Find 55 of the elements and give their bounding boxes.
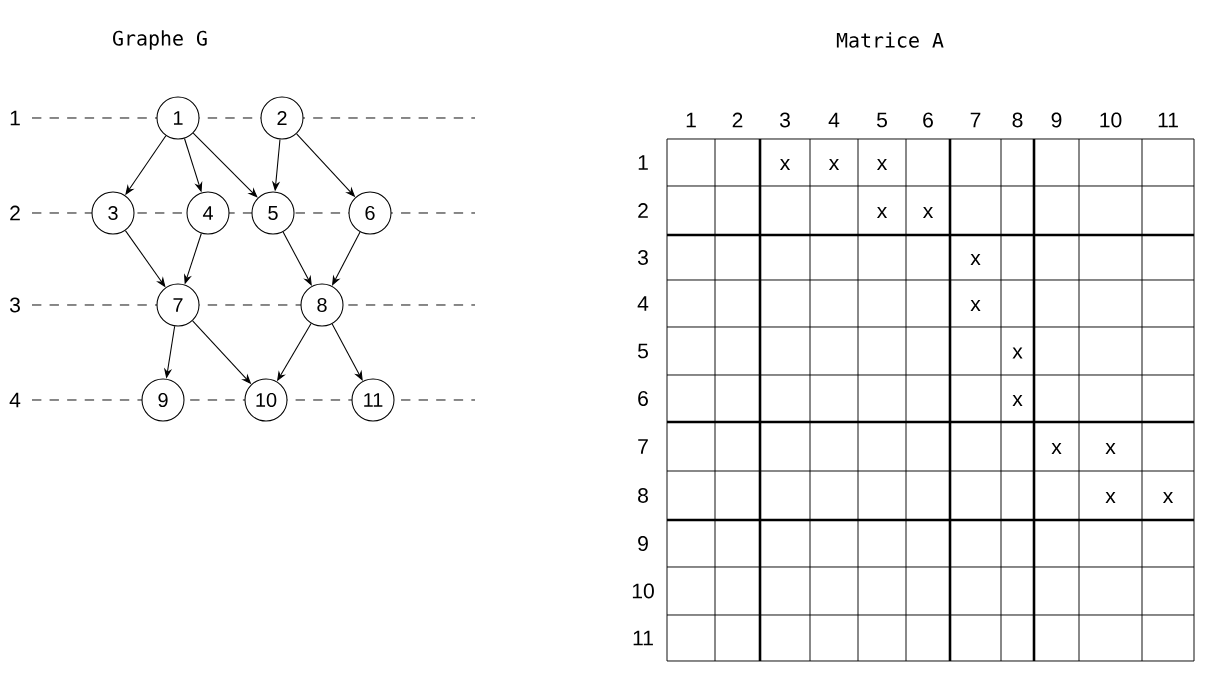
column-number: 1 <box>686 112 696 128</box>
cell-mark: x <box>828 158 840 171</box>
level-number: 1 <box>10 110 20 126</box>
circle-node: 10 <box>244 378 288 422</box>
row-number: 6 <box>638 391 648 406</box>
circle-node: 1 <box>156 96 200 140</box>
column-number: 5 <box>877 112 887 128</box>
cell-mark: x <box>923 206 934 219</box>
column-number: 7 <box>970 112 981 128</box>
row-number: 7 <box>638 439 648 454</box>
cell-mark: x <box>1105 491 1116 504</box>
row-number: 3 <box>637 250 648 265</box>
row-number: 10 <box>632 583 654 599</box>
arrow <box>192 132 258 198</box>
circle-node: 11 <box>351 378 395 422</box>
column-number: 9 <box>1051 112 1062 128</box>
row-number: 2 <box>638 203 648 218</box>
row-number: 11 <box>633 630 653 646</box>
circle-node: 7 <box>156 283 200 327</box>
cell-mark: x <box>1163 491 1174 504</box>
circle-node: 9 <box>141 378 185 422</box>
cell-mark: x <box>970 299 981 312</box>
cell-mark: x <box>1051 442 1062 455</box>
heading: Graphe G <box>113 30 207 50</box>
circle-node: 5 <box>251 191 295 235</box>
column-number: 11 <box>1158 112 1178 128</box>
circle-node: 4 <box>186 191 230 235</box>
column-number: 6 <box>923 112 933 128</box>
circle-node: 2 <box>260 96 304 140</box>
column-number: 3 <box>779 112 790 128</box>
cell-mark: x <box>877 158 888 171</box>
level-number: 4 <box>9 392 21 408</box>
circle-node: 6 <box>348 191 392 235</box>
heading: Matrice A <box>836 32 944 48</box>
column-number: 4 <box>828 112 840 128</box>
row-number: 1 <box>638 155 648 170</box>
arrow <box>282 231 312 286</box>
row-number: 4 <box>637 296 649 311</box>
row-number: 9 <box>638 536 648 551</box>
cell-mark: x <box>970 253 981 266</box>
cell-mark: x <box>877 206 888 219</box>
level-number: 3 <box>9 297 20 313</box>
row-number: 5 <box>638 343 648 359</box>
cell-mark: x <box>779 158 791 171</box>
cell-mark: x <box>1012 394 1023 407</box>
circle-node: 8 <box>300 283 344 327</box>
circle-node: 3 <box>91 191 135 235</box>
column-number: 10 <box>1100 112 1122 128</box>
column-number: 2 <box>732 112 743 128</box>
cell-mark: x <box>1105 442 1116 455</box>
cell-mark: x <box>1012 347 1023 359</box>
level-number: 2 <box>10 205 20 221</box>
column-number: 8 <box>1012 112 1023 128</box>
row-number: 8 <box>638 488 648 503</box>
arrow <box>331 323 363 381</box>
